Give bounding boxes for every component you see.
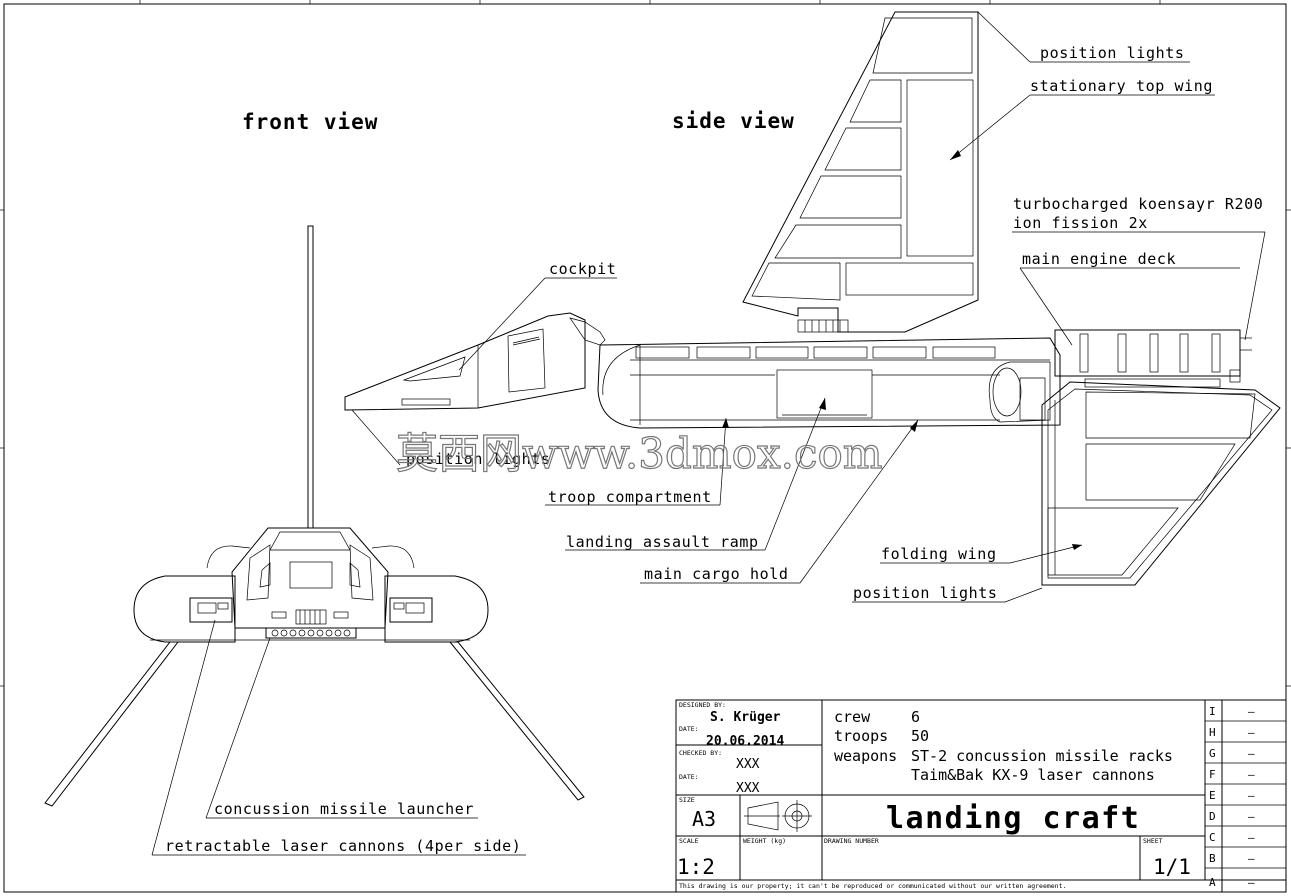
sheet-size: A3 xyxy=(692,807,716,831)
spec-value: ST-2 concussion missile racks xyxy=(911,747,1173,765)
front-view-leaders xyxy=(151,619,526,856)
label-engine-count: ion fission 2x xyxy=(1013,214,1148,232)
label-retractable-laser-cannons: retractable laser cannons (4per side) xyxy=(165,837,521,855)
revision-value: – xyxy=(1248,789,1255,802)
revision-value: – xyxy=(1248,831,1255,844)
sheet-number: 1/1 xyxy=(1153,855,1191,879)
size-label: SIZE xyxy=(679,796,695,804)
label-main-cargo-hold: main cargo hold xyxy=(644,565,788,583)
side-view-heading: side view xyxy=(672,109,795,133)
revision-letter: F xyxy=(1209,768,1216,781)
revision-letter: D xyxy=(1209,810,1216,823)
revision-value: – xyxy=(1248,852,1255,865)
spec-value: 6 xyxy=(911,708,920,726)
revision-letter: H xyxy=(1209,726,1216,739)
spec-list: crew 6 troops 50 weapons ST-2 concussion… xyxy=(834,708,1173,784)
spec-key: weapons xyxy=(834,747,897,765)
scale-label: SCALE xyxy=(679,837,699,845)
revision-letter: E xyxy=(1209,789,1216,802)
revision-value: – xyxy=(1248,705,1255,718)
check-date-label: DATE: xyxy=(679,773,699,781)
label-main-engine-deck: main engine deck xyxy=(1022,250,1176,268)
label-stationary-top-wing: stationary top wing xyxy=(1030,77,1213,95)
label-folding-wing: folding wing xyxy=(881,545,997,563)
spec-key: crew xyxy=(834,708,871,726)
label-concussion-missile-launcher: concussion missile launcher xyxy=(214,800,474,818)
ownership-notice: This drawing is our property; it can't b… xyxy=(679,882,1066,890)
revision-value: – xyxy=(1248,747,1255,760)
checker-name: XXX xyxy=(736,757,760,772)
drawing-number-label: DRAWING NUMBER xyxy=(824,837,879,845)
label-troop-compartment: troop compartment xyxy=(548,488,712,506)
front-view-heading: front view xyxy=(242,110,378,134)
label-position-lights-top: position lights xyxy=(1040,44,1184,62)
spec-value: Taim&Bak KX-9 laser cannons xyxy=(911,766,1155,784)
revision-letter: I xyxy=(1209,705,1216,718)
drawing-scale: 1:2 xyxy=(677,855,715,879)
revision-value: – xyxy=(1248,726,1255,739)
revision-value: – xyxy=(1248,768,1255,781)
weight-label: WEIGHT (kg) xyxy=(743,837,786,845)
front-view-drawing xyxy=(44,225,585,807)
revision-value: – xyxy=(1248,876,1255,889)
label-position-lights-front: position lights xyxy=(406,450,550,468)
drawing-title: landing craft xyxy=(886,801,1140,836)
designed-by-label: DESIGNED BY: xyxy=(679,701,726,709)
revision-column: I – H – G – F – E – D – C – B – A – xyxy=(1209,705,1255,889)
label-cockpit: cockpit xyxy=(549,260,616,278)
check-date: XXX xyxy=(736,781,760,796)
spec-key: troops xyxy=(834,727,888,745)
side-view-leaders xyxy=(351,11,1266,603)
revision-value: – xyxy=(1248,810,1255,823)
label-engine-type: turbocharged koensayr R200 xyxy=(1013,195,1263,213)
revision-letter: B xyxy=(1209,852,1216,865)
side-view-drawing xyxy=(344,11,1281,586)
sheet-label: SHEET xyxy=(1143,837,1163,845)
revision-letter: A xyxy=(1209,876,1216,889)
revision-letter: G xyxy=(1209,747,1216,760)
title-block xyxy=(675,699,1287,893)
label-landing-assault-ramp: landing assault ramp xyxy=(566,533,759,551)
design-date: 20.06.2014 xyxy=(706,734,784,749)
spec-value: 50 xyxy=(911,727,929,745)
revision-letter: C xyxy=(1209,831,1216,844)
checked-by-label: CHECKED BY: xyxy=(679,749,722,757)
watermark: 莫西网www.3dmox.com xyxy=(396,429,883,478)
date-label: DATE: xyxy=(679,725,699,733)
label-position-lights-bottom: position lights xyxy=(853,584,997,602)
designer-name: S. Krüger xyxy=(710,710,781,725)
